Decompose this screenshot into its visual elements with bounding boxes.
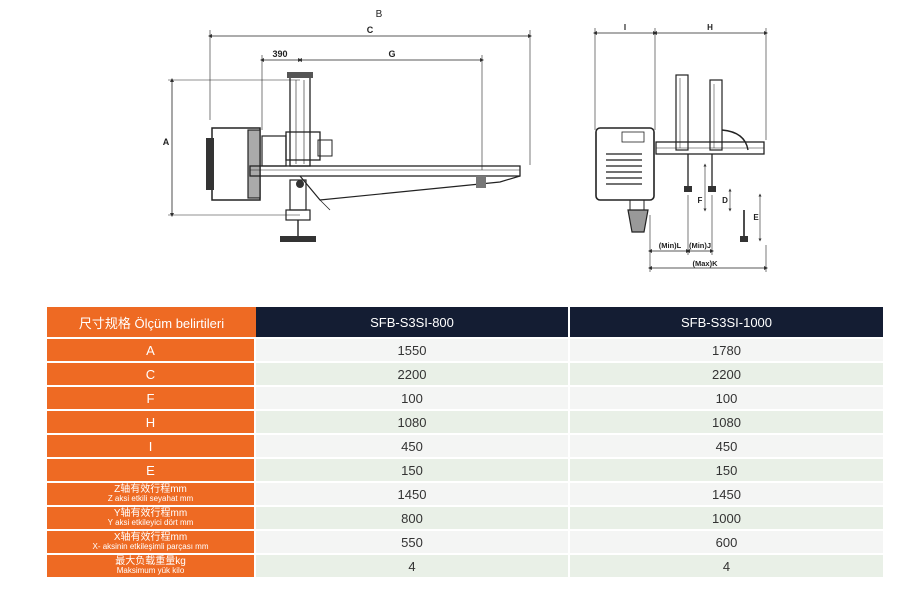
row-value-1000: 600 [568,531,883,553]
dim-label-g: G [388,49,395,59]
row-value-1000: 1000 [568,507,883,529]
table-row: E 150 150 [47,459,883,481]
row-value-1000: 1780 [568,339,883,361]
dim-label-i: I [624,23,626,32]
spec-table: 尺寸规格 Ölçüm belirtileri SFB-S3SI-800 SFB-… [47,305,883,579]
table-row: A 1550 1780 [47,339,883,361]
row-label: C [47,363,256,385]
front-view-drawing [593,28,768,272]
table-row: F 100 100 [47,387,883,409]
table-row: Z轴有效行程mm Z aksi etkili seyahat mm 1450 1… [47,483,883,505]
row-value-1000: 150 [568,459,883,481]
dim-label-e: E [753,213,759,222]
dim-label-f: F [698,196,703,205]
row-value-1000: 4 [568,555,883,577]
row-value-800: 1080 [256,411,568,433]
row-label-tr: X- aksinin etkileşimli parçası mm [92,542,209,551]
table-row: Y轴有效行程mm Y aksi etkileyici dört mm 800 1… [47,507,883,529]
row-value-800: 1550 [256,339,568,361]
dim-label-max-k: (Max)K [692,259,718,268]
header-model-1000: SFB-S3SI-1000 [568,307,883,337]
row-value-800: 150 [256,459,568,481]
row-value-800: 1450 [256,483,568,505]
row-value-800: 800 [256,507,568,529]
row-value-800: 100 [256,387,568,409]
row-label: A [47,339,256,361]
dim-label-390: 390 [272,49,287,59]
row-value-1000: 2200 [568,363,883,385]
header-model-800: SFB-S3SI-800 [256,307,568,337]
row-value-1000: 1080 [568,411,883,433]
row-label: H [47,411,256,433]
row-value-1000: 450 [568,435,883,457]
side-view-drawing [168,30,532,242]
row-label-tr: Y aksi etkileyici dört mm [107,518,194,527]
row-label-cn: Z轴有效行程mm [114,484,187,495]
table-row: H 1080 1080 [47,411,883,433]
row-label-tr: Z aksi etkili seyahat mm [107,494,194,503]
row-label: F [47,387,256,409]
dim-label-min-j: (Min)J [689,241,711,250]
row-value-1000: 100 [568,387,883,409]
dim-label-min-l: (Min)L [659,241,682,250]
header-label-cell: 尺寸规格 Ölçüm belirtileri [47,307,256,337]
row-label: E [47,459,256,481]
dim-label-c: C [367,25,374,35]
table-row: 最大负载重量kg Maksimum yük kilo 4 4 [47,555,883,577]
table-header-row: 尺寸规格 Ölçüm belirtileri SFB-S3SI-800 SFB-… [47,307,883,337]
row-value-800: 2200 [256,363,568,385]
dim-label-d: D [722,196,728,205]
dim-label-a: A [163,137,170,147]
dim-label-b: B [376,9,383,20]
row-label: X轴有效行程mm X- aksinin etkileşimli parçası … [47,531,256,553]
row-label-cn: Y轴有效行程mm [113,508,188,519]
table-row: X轴有效行程mm X- aksinin etkileşimli parçası … [47,531,883,553]
row-label-cn: X轴有效行程mm [113,532,188,543]
row-label: 最大负载重量kg Maksimum yük kilo [47,555,256,577]
row-value-1000: 1450 [568,483,883,505]
dim-label-h: H [707,23,713,32]
table-row: I 450 450 [47,435,883,457]
technical-drawing: B C 390 G A [163,9,768,272]
row-value-800: 450 [256,435,568,457]
row-value-800: 550 [256,531,568,553]
row-value-800: 4 [256,555,568,577]
row-label: I [47,435,256,457]
row-label: Z轴有效行程mm Z aksi etkili seyahat mm [47,483,256,505]
row-label-cn: 最大负载重量kg [115,556,186,567]
table-row: C 2200 2200 [47,363,883,385]
row-label-tr: Maksimum yük kilo [116,566,185,575]
row-label: Y轴有效行程mm Y aksi etkileyici dört mm [47,507,256,529]
